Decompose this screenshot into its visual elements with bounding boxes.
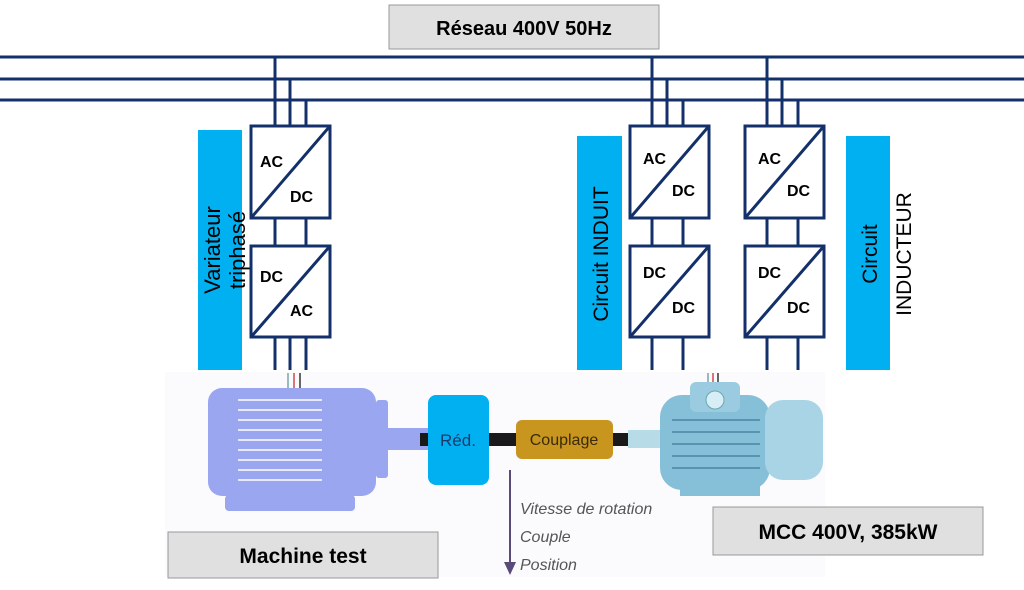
grid-bus <box>0 55 1024 102</box>
converter-input-label: DC <box>758 265 782 282</box>
mcc-motor-icon <box>628 373 823 496</box>
converter-output-label: DC <box>787 183 811 200</box>
bar-inducteur: Circuit INDUCTEUR <box>846 136 916 370</box>
converter-right-top: AC DC <box>743 124 826 220</box>
mcc-label-box: MCC 400V, 385kW <box>712 506 984 556</box>
converter-right-bottom: DC DC <box>743 244 826 339</box>
converter-output-label: AC <box>290 303 314 320</box>
converter-output-label: DC <box>787 300 811 317</box>
measure-arrow <box>504 470 516 575</box>
inducteur-label-1: Circuit <box>859 224 882 284</box>
variateur-label: Variateur <box>200 206 225 294</box>
converter-input-label: DC <box>260 269 284 286</box>
test-machine-icon <box>208 373 428 511</box>
mcc-label: MCC 400V, 385kW <box>759 521 938 544</box>
title-box: Réseau 400V 50Hz <box>388 4 660 50</box>
bar-variateur: Variateur triphasé <box>198 130 250 370</box>
reducer-block: Réd. <box>428 395 489 485</box>
inducteur-label-2: INDUCTEUR <box>893 192 916 316</box>
converter-left-bottom: DC AC <box>249 244 332 339</box>
wires <box>273 57 800 370</box>
converter-output-label: DC <box>290 189 314 206</box>
converter-output-label: DC <box>672 300 696 317</box>
induit-label: Circuit INDUIT <box>590 186 613 322</box>
measure-position: Position <box>520 557 577 574</box>
title: Réseau 400V 50Hz <box>436 18 612 40</box>
machine-test-label: Machine test <box>239 545 366 568</box>
coupling-label: Couplage <box>530 432 599 449</box>
coupling-block: Couplage <box>516 420 613 459</box>
converter-input-label: AC <box>758 151 782 168</box>
converter-input-label: AC <box>643 151 667 168</box>
converter-input-label: DC <box>643 265 667 282</box>
triphase-label: triphasé <box>225 211 250 289</box>
converter-left-top: AC DC <box>249 124 332 220</box>
converter-output-label: DC <box>672 183 696 200</box>
reducer-label: Réd. <box>440 431 476 450</box>
converter-mid-top: AC DC <box>628 124 711 220</box>
machine-test-label-box: Machine test <box>167 531 439 579</box>
measure-speed: Vitesse de rotation <box>520 501 652 518</box>
measure-torque: Couple <box>520 529 571 546</box>
converter-input-label: AC <box>260 154 284 171</box>
converter-mid-bottom: DC DC <box>628 244 711 339</box>
bar-induit: Circuit INDUIT <box>577 136 622 370</box>
